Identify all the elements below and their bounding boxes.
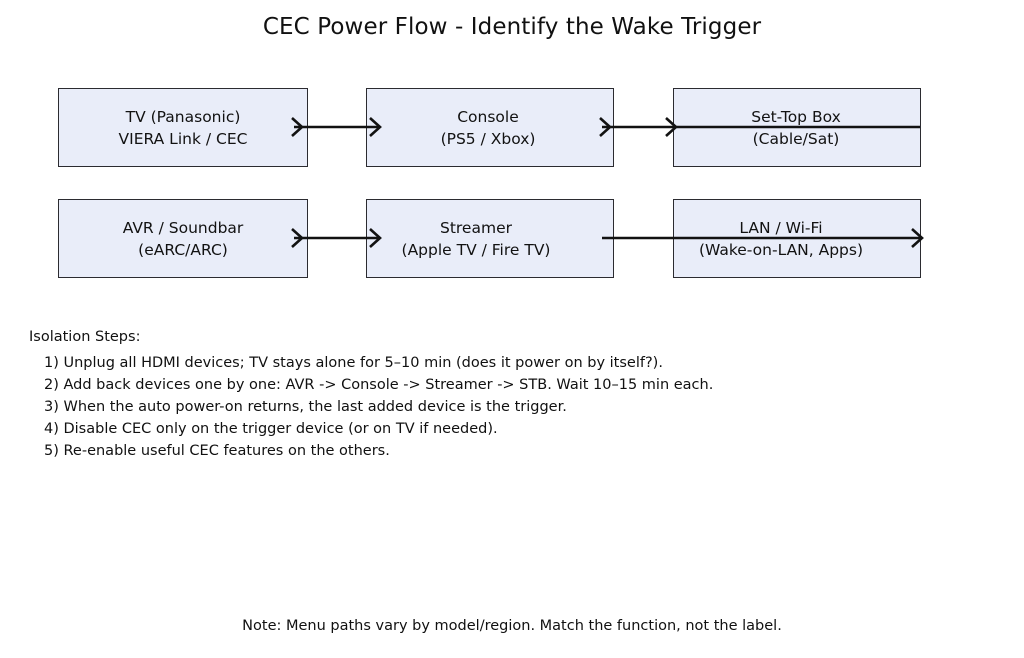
node-avr-soundbar[interactable]: AVR / Soundbar (eARC/ARC) — [58, 199, 308, 278]
node-streamer[interactable]: Streamer (Apple TV / Fire TV) — [366, 199, 614, 278]
list-item: 3) When the auto power-on returns, the l… — [44, 399, 567, 416]
node-avr-soundbar-label: AVR / Soundbar (eARC/ARC) — [122, 218, 244, 259]
page-title: CEC Power Flow - Identify the Wake Trigg… — [262, 14, 762, 40]
node-set-top-box-label: Set-Top Box (Cable/Sat) — [751, 107, 841, 148]
node-tv[interactable]: TV (Panasonic) VIERA Link / CEC — [58, 88, 308, 167]
list-item: 2) Add back devices one by one: AVR -> C… — [44, 377, 714, 394]
node-lan-wifi[interactable]: LAN / Wi-Fi (Wake-on-LAN, Apps) — [673, 199, 921, 278]
node-streamer-label: Streamer (Apple TV / Fire TV) — [401, 218, 551, 259]
footer-note: Note: Menu paths vary by model/region. M… — [242, 618, 782, 634]
isolation-steps-heading: Isolation Steps: — [29, 329, 141, 345]
isolation-steps: Isolation Steps: 1) Unplug all HDMI devi… — [29, 329, 929, 462]
list-item: 5) Re-enable useful CEC features on the … — [44, 443, 390, 460]
list-item: 1) Unplug all HDMI devices; TV stays alo… — [44, 355, 663, 371]
node-console[interactable]: Console (PS5 / Xbox) — [366, 88, 614, 167]
node-lan-wifi-label: LAN / Wi-Fi (Wake-on-LAN, Apps) — [698, 218, 864, 259]
list-item: 4) Disable CEC only on the trigger devic… — [44, 421, 498, 438]
node-tv-label: TV (Panasonic) VIERA Link / CEC — [118, 107, 248, 148]
node-console-label: Console (PS5 / Xbox) — [440, 107, 536, 148]
node-set-top-box[interactable]: Set-Top Box (Cable/Sat) — [673, 88, 921, 167]
isolation-steps-list: 1) Unplug all HDMI devices; TV stays alo… — [29, 352, 929, 462]
